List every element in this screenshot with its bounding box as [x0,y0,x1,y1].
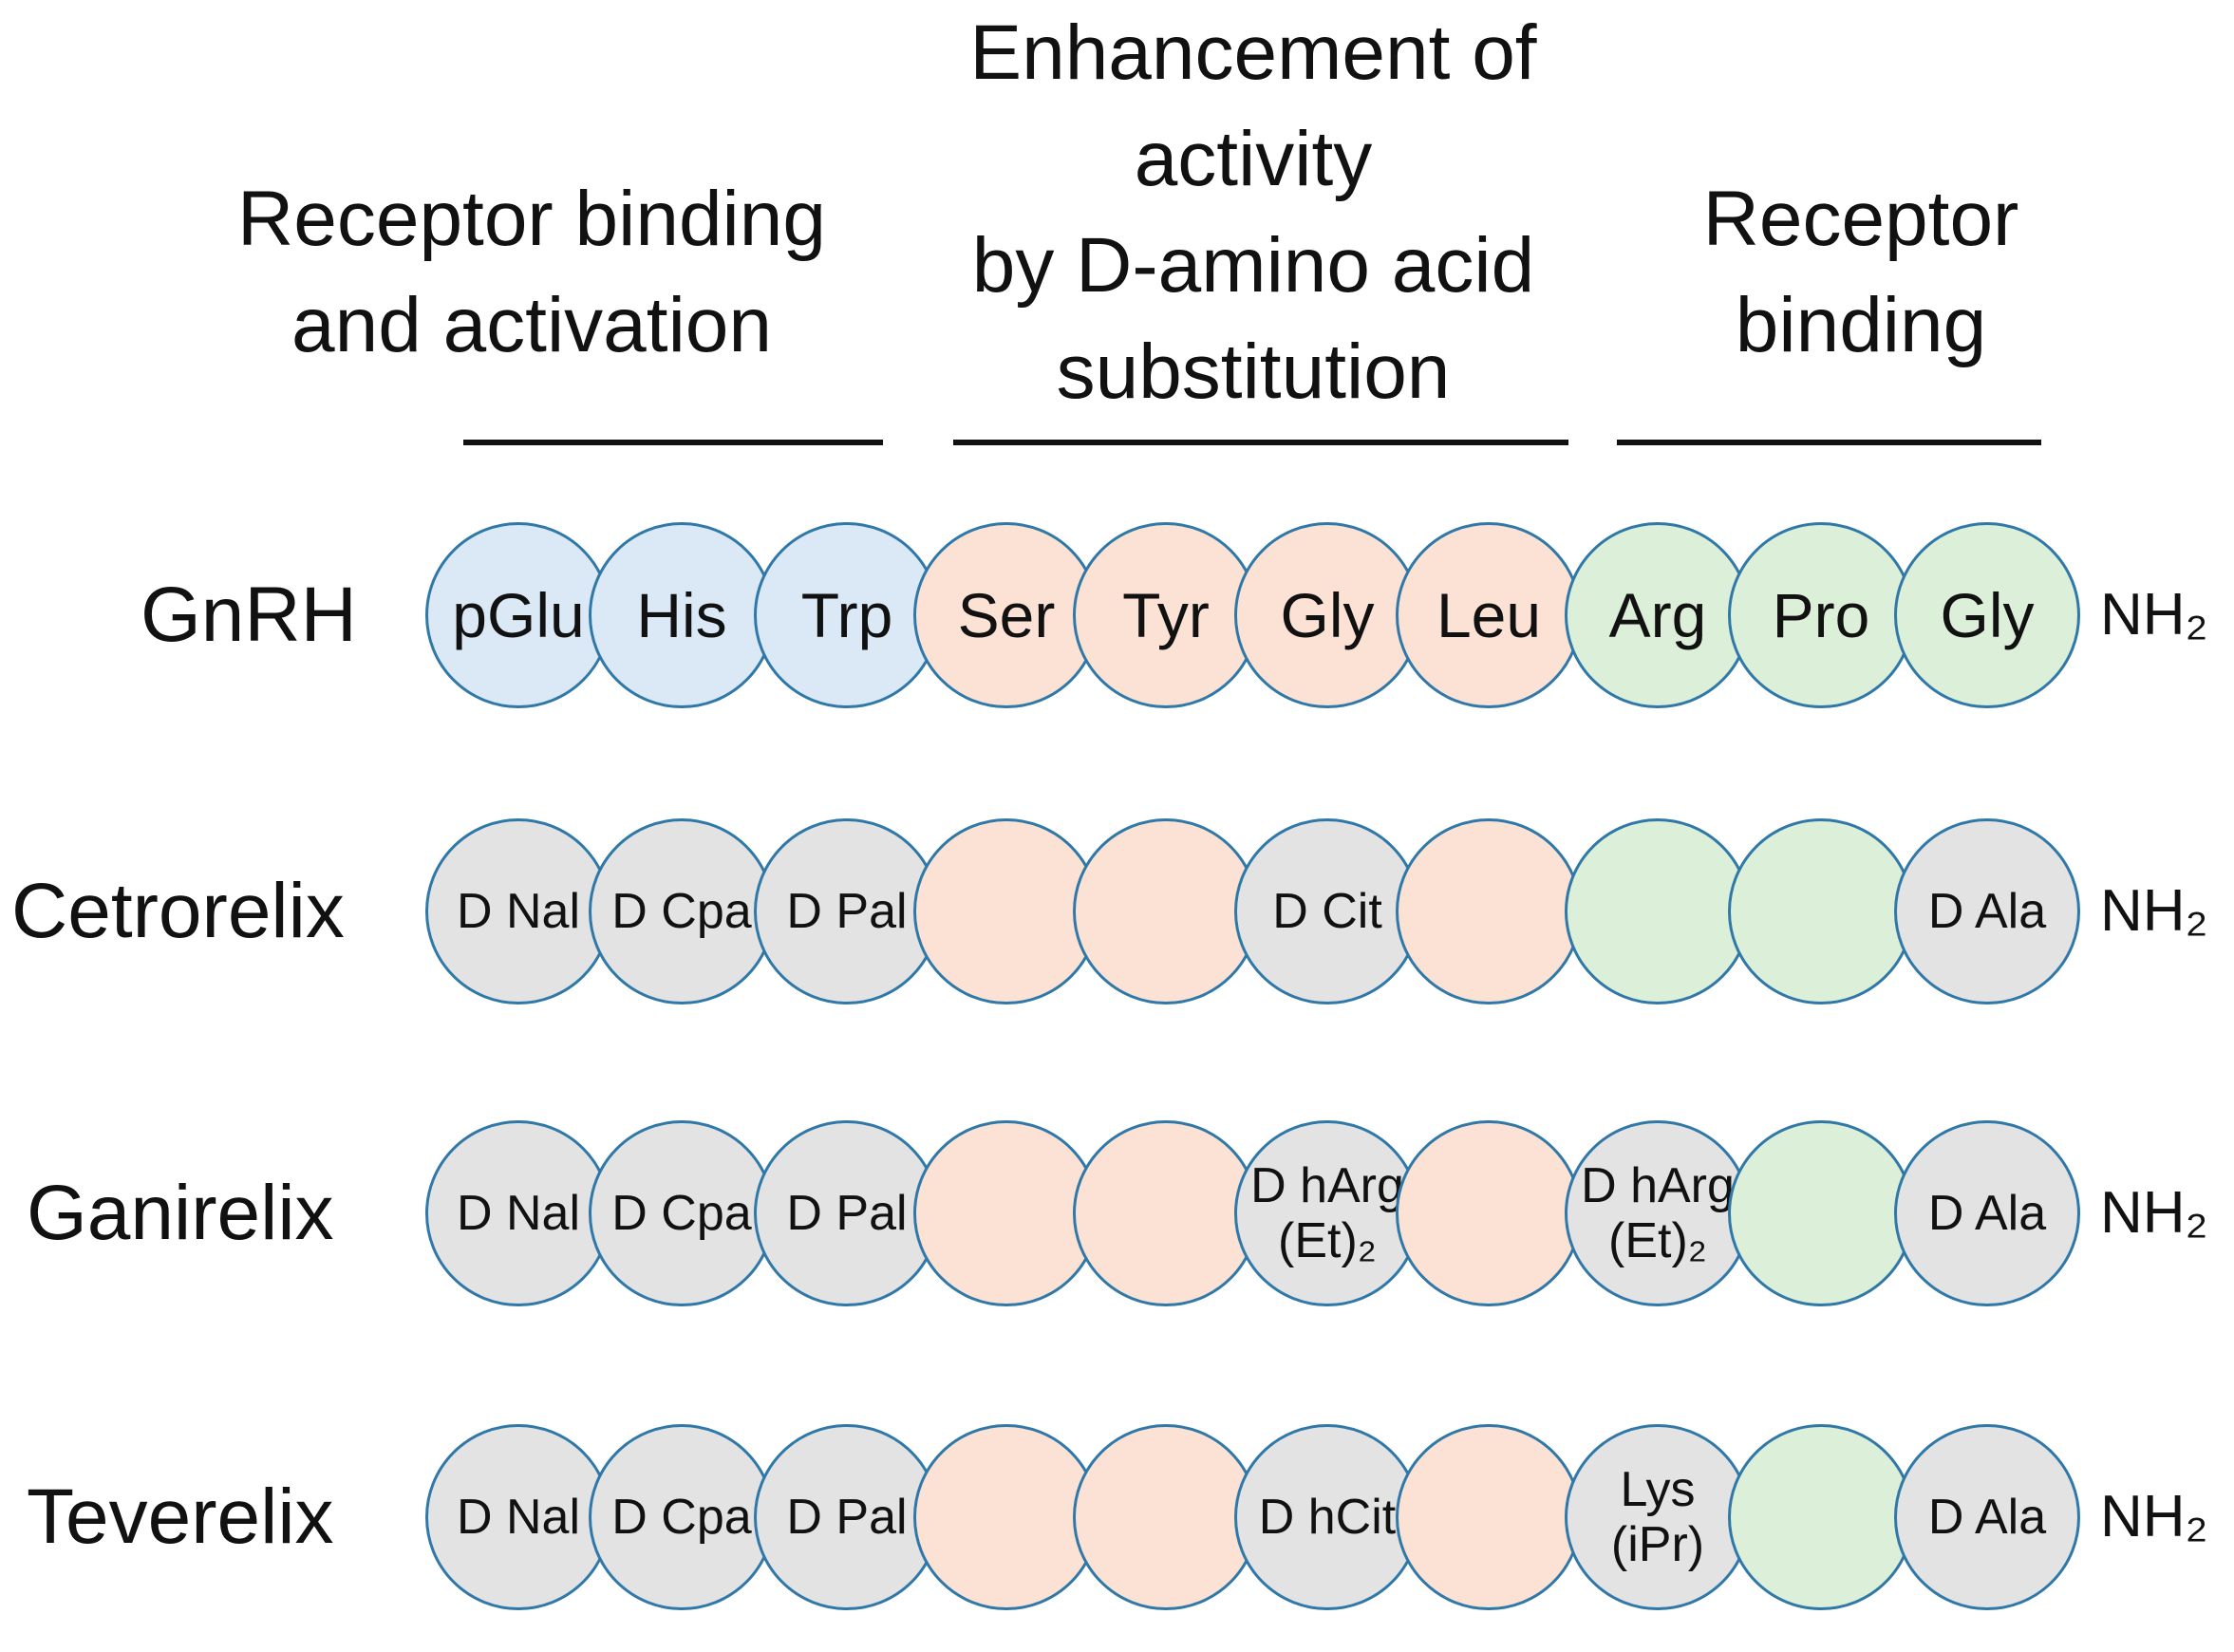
section-rule [1617,440,2041,445]
peptide-name: GnRH [141,572,357,658]
amino-acid-label: Pro [1772,580,1870,650]
amino-acid-label: D Ala [1927,1186,2047,1241]
peptide-name: Cetrorelix [11,868,345,954]
amino-acid-label: D Ala [1927,884,2047,939]
amino-acid-bead: His [589,522,775,708]
section-header-line: and activation [291,282,772,368]
amino-acid-bead: D Cpa [589,1120,775,1306]
amino-acid-bead [1565,818,1751,1004]
amino-acid-label: D Pal [786,884,908,939]
amino-acid-label: Arg [1608,580,1707,650]
amino-acid-bead: D Ala [1894,818,2080,1004]
amino-acid-bead: Gly [1894,522,2080,708]
amino-acid-bead: D Cit [1234,818,1420,1004]
amino-acid-bead: D Pal [754,1424,940,1610]
amino-acid-label: Gly [1940,580,2035,650]
amino-acid-label: Trp [800,580,893,650]
amino-acid-label: (Et)₂ [1278,1213,1377,1268]
amino-acid-bead [1396,1424,1582,1610]
amino-acid-label: D Cpa [611,1490,752,1545]
amino-acid-bead [1396,818,1582,1004]
amino-acid-label: D Pal [786,1186,908,1241]
amino-acid-bead [913,1424,1099,1610]
c-terminus-label: NH₂ [2100,1484,2208,1549]
c-terminus-label: NH₂ [2100,1180,2208,1246]
amino-acid-label: D hCit [1258,1490,1397,1545]
amino-acid-label: Ser [957,580,1056,650]
amino-acid-label: Gly [1280,580,1375,650]
amino-acid-bead: D Nal [425,1424,611,1610]
amino-acid-bead: D Nal [425,818,611,1004]
section-header-line: substitution [1056,329,1451,415]
amino-acid-bead: D Ala [1894,1424,2080,1610]
amino-acid-label: Leu [1436,580,1542,650]
amino-acid-bead [1073,1120,1259,1306]
amino-acid-bead [1728,1424,1914,1610]
amino-acid-bead: D hArg(Et)₂ [1565,1120,1751,1306]
peptide-name: Teverelix [27,1474,334,1560]
amino-acid-label: D Nal [456,1490,581,1545]
section-rule [463,440,883,445]
section-header: Enhancement of activity by D-amino acid sub… [902,0,1605,425]
amino-acid-label: D Ala [1927,1490,2047,1545]
amino-acid-label: His [636,580,727,650]
section-header-line: binding [1735,282,1987,368]
amino-acid-bead: D hCit [1234,1424,1420,1610]
amino-acid-bead: pGlu [425,522,611,708]
amino-acid-label: D Cpa [611,1186,752,1241]
amino-acid-label: (iPr) [1610,1517,1705,1572]
amino-acid-bead: Arg [1565,522,1751,708]
amino-acid-bead: D Cpa [589,1424,775,1610]
amino-acid-bead: Ser [913,522,1099,708]
section-header-line: by D-amino acid [971,222,1535,309]
section-header-line: activity [1134,116,1373,202]
section-rule [953,440,1568,445]
amino-acid-label: D Pal [786,1490,908,1545]
amino-acid-bead: Pro [1728,522,1914,708]
amino-acid-bead [913,818,1099,1004]
amino-acid-label: pGlu [452,580,585,650]
amino-acid-label: D Nal [456,884,581,939]
amino-acid-bead: D Pal [754,818,940,1004]
c-terminus-label: NH₂ [2100,878,2208,944]
amino-acid-label: Tyr [1122,580,1210,650]
amino-acid-bead: Gly [1234,522,1420,708]
amino-acid-label: (Et)₂ [1608,1213,1707,1268]
amino-acid-bead: D Nal [425,1120,611,1306]
amino-acid-bead: D Pal [754,1120,940,1306]
section-header-line: Enhancement of [969,9,1537,96]
amino-acid-bead [1728,818,1914,1004]
amino-acid-label: D Cpa [611,884,752,939]
amino-acid-bead [1073,818,1259,1004]
amino-acid-bead: D Ala [1894,1120,2080,1306]
amino-acid-bead: Lys(iPr) [1565,1424,1751,1610]
amino-acid-bead: Leu [1396,522,1582,708]
amino-acid-label: D hArg [1250,1158,1404,1213]
section-header: Receptor binding and activation [161,166,902,379]
section-header-line: Receptor binding [237,176,826,262]
amino-acid-bead: D Cpa [589,818,775,1004]
c-terminus-label: NH₂ [2100,582,2208,648]
amino-acid-bead: Tyr [1073,522,1259,708]
amino-acid-label: D Nal [456,1186,581,1241]
amino-acid-bead [913,1120,1099,1306]
amino-acid-label: D hArg [1581,1158,1735,1213]
amino-acid-label: D Cit [1272,884,1382,939]
amino-acid-bead [1396,1120,1582,1306]
section-header-line: Receptor [1702,176,2019,262]
amino-acid-bead [1073,1424,1259,1610]
section-header: Receptor binding [1595,166,2127,379]
amino-acid-bead: Trp [754,522,940,708]
amino-acid-bead: D hArg(Et)₂ [1234,1120,1420,1306]
peptide-name: Ganirelix [27,1170,334,1256]
amino-acid-label: Lys [1620,1462,1696,1517]
amino-acid-bead [1728,1120,1914,1306]
